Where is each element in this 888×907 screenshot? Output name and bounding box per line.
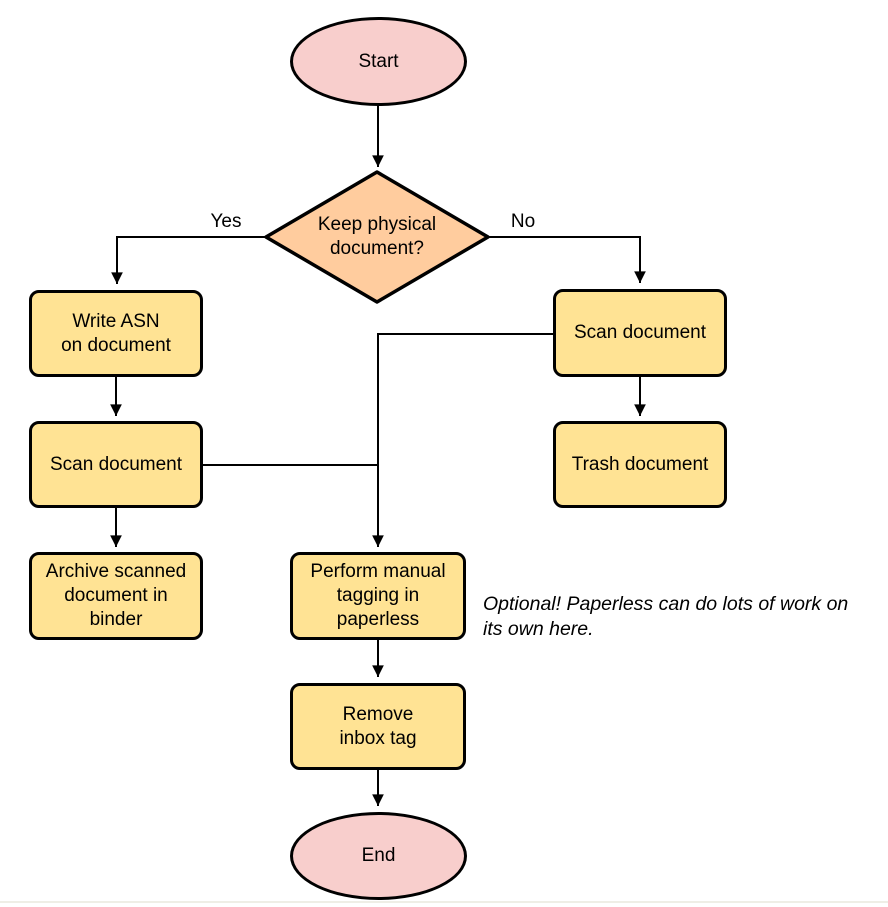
page-bottom-divider	[0, 901, 888, 903]
node-remove-inbox-tag-label: Remove inbox tag	[339, 703, 417, 749]
node-start-label: Start	[358, 50, 399, 72]
node-archive-binder-label: Archive scanned document in binder	[45, 561, 187, 630]
node-manual-tagging: Perform manual tagging in paperless	[290, 552, 466, 640]
node-decision: Keep physical document?	[266, 172, 488, 302]
node-scan-document-left: Scan document	[29, 421, 203, 508]
node-scan-document-right-label: Scan document	[573, 322, 707, 343]
node-archive-binder: Archive scanned document in binder	[29, 552, 203, 640]
edge-scan-right-to-tagging	[372, 333, 553, 547]
node-decision-label: Keep physical document?	[317, 214, 437, 259]
node-write-asn-label: Write ASN on document	[61, 310, 171, 356]
edge-label-no: No	[497, 211, 549, 233]
node-write-asn: Write ASN on document	[29, 290, 203, 377]
node-end: End	[290, 812, 467, 900]
edge-label-yes-text: Yes	[210, 211, 242, 232]
decision-diamond-shape	[264, 170, 490, 304]
node-trash-document-label: Trash document	[571, 453, 709, 475]
node-trash-document: Trash document	[553, 421, 727, 508]
edge-label-no-text: No	[510, 211, 536, 232]
edge-label-yes: Yes	[198, 211, 254, 233]
node-start: Start	[290, 17, 467, 106]
node-end-label: End	[361, 845, 396, 866]
node-scan-document-left-label: Scan document	[49, 453, 183, 475]
edge-decision-yes-to-write-asn	[111, 236, 266, 284]
node-scan-document-right: Scan document	[553, 289, 727, 377]
optional-note: Optional! Paperless can do lots of work …	[483, 593, 849, 640]
node-manual-tagging-label: Perform manual tagging in paperless	[310, 561, 446, 630]
edge-decision-no-to-scan-right	[488, 236, 646, 283]
node-remove-inbox-tag: Remove inbox tag	[290, 683, 466, 770]
